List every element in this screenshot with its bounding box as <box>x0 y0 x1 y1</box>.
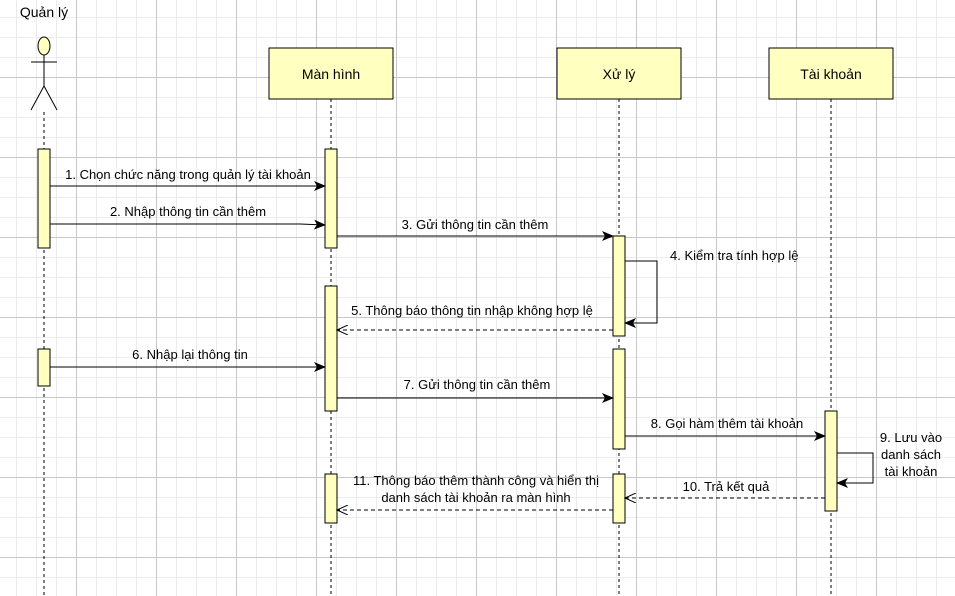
message-label-3: 3. Gửi thông tin cần thêm <box>402 217 549 232</box>
message-arrow-4-self <box>624 260 658 328</box>
message-label-8: 8. Gọi hàm thêm tài khoản <box>651 416 803 431</box>
message-label-6: 6. Nhập lại thông tin <box>132 347 248 362</box>
lifeline-label-screen: Màn hình <box>302 66 360 82</box>
lifeline-label-processing: Xử lý <box>603 66 636 82</box>
activation-processing-3 <box>612 473 626 524</box>
message-label-9-line-3: tài khoản <box>885 464 938 479</box>
message-label-9-line-2: danh sách <box>881 447 941 462</box>
activation-screen-2 <box>324 285 338 412</box>
activation-screen-1 <box>324 148 338 249</box>
activation-processing-1 <box>612 235 626 337</box>
lifeline-label-account: Tài khoản <box>800 66 861 82</box>
message-label-5: 5. Thông báo thông tin nhập không hợp lệ <box>351 303 593 318</box>
lifeline-box-processing: Xử lý <box>556 47 682 100</box>
activation-account-1 <box>824 410 838 512</box>
actor-label: Quản lý <box>20 4 68 20</box>
lifeline-box-account: Tài khoản <box>768 47 894 100</box>
message-label-2: 2. Nhập thông tin cần thêm <box>110 204 266 219</box>
actor-quan-ly: Quản lý <box>20 4 68 111</box>
message-arrow-2 <box>50 219 326 230</box>
activation-actor-2 <box>37 348 51 387</box>
lifeline-box-screen: Màn hình <box>268 47 394 100</box>
message-label-11-line-2: danh sách tài khoản ra màn hình <box>381 490 570 505</box>
activation-screen-3 <box>324 473 338 524</box>
activation-processing-2 <box>612 348 626 450</box>
message-label-7: 7. Gửi thông tin cần thêm <box>404 377 551 392</box>
message-label-9-line-1: 9. Lưu vào <box>880 430 942 445</box>
message-arrow-9-self <box>836 452 874 488</box>
message-label-11-line-1: 11. Thông báo thêm thành công và hiển th… <box>353 473 599 488</box>
message-label-1: 1. Chọn chức năng trong quản lý tài khoả… <box>65 167 311 182</box>
stick-figure-icon <box>30 36 58 111</box>
activation-actor-1 <box>37 148 51 249</box>
message-label-4: 4. Kiểm tra tính hợp lệ <box>670 248 798 263</box>
message-label-10: 10. Trả kết quả <box>683 479 770 494</box>
